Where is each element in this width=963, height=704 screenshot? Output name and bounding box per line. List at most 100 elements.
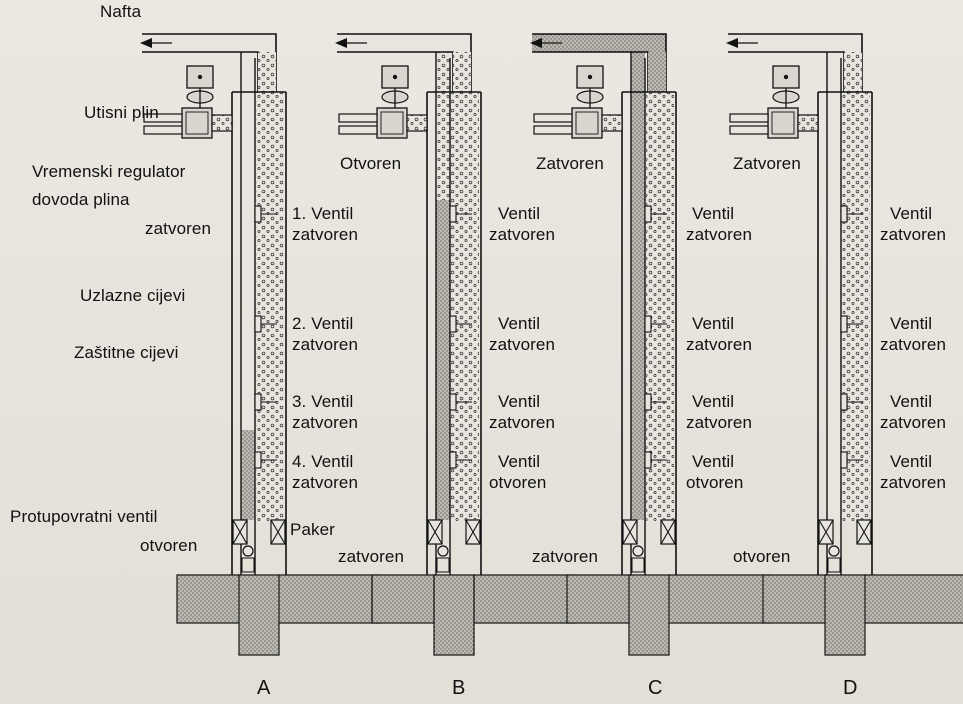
formation-right-d	[863, 574, 963, 624]
panel-letter-a: A	[257, 677, 271, 699]
annulus-gas-b	[451, 92, 479, 522]
valve-4-title-d: Ventil	[890, 452, 933, 471]
injected-gas-label: Utisni plin	[84, 103, 159, 122]
packer-cross-r-b	[465, 519, 481, 545]
gas-lift-valve-2-b	[449, 315, 457, 333]
regulator-inner-d	[771, 111, 795, 135]
regulator-body-d	[767, 107, 799, 139]
gas-lift-valve-2-a	[254, 315, 262, 333]
check-valve-seat-b	[436, 557, 450, 573]
annulus-gas-a	[256, 92, 284, 522]
formation-left-c	[566, 574, 632, 624]
panel-letter-c: C	[648, 677, 663, 699]
valve-4-title-b: Ventil	[498, 452, 541, 471]
check-valve-ball-c	[632, 545, 644, 557]
gas-inlet-pipe2-d	[729, 125, 769, 135]
tubing-liquid-c	[631, 40, 645, 520]
packer-label: Paker	[290, 520, 335, 539]
gas-lift-valve-2-c	[644, 315, 652, 333]
gas-inlet-pipe2-b	[338, 125, 378, 135]
regulator-state-c: Zatvoren	[536, 154, 604, 173]
outlet-pipe-fill-b	[337, 34, 471, 52]
check-valve-seat-d	[827, 557, 841, 573]
casing-label: Zaštitne cijevi	[74, 343, 179, 362]
valve-3-title-a: 3. Ventil	[292, 392, 354, 411]
gas-lift-valve-4-a	[254, 451, 262, 469]
valve-2-title-b: Ventil	[498, 314, 541, 333]
well-a	[140, 33, 381, 656]
gas-lift-valve-1-b	[449, 205, 457, 223]
check-valve-ball-a	[242, 545, 254, 557]
formation-left-a	[176, 574, 242, 624]
formation-right-a	[277, 574, 381, 624]
check-valve-state-c: zatvoren	[532, 547, 599, 566]
formation-left-d	[762, 574, 828, 624]
gas-lift-valve-1-d	[840, 205, 848, 223]
valve-3-state-a: zatvoren	[292, 413, 359, 432]
gas-inlet-pipe2-a	[143, 125, 183, 135]
well-c	[530, 33, 771, 656]
regulator-state-label: zatvoren	[145, 219, 212, 238]
packer-cross-l-c	[622, 519, 638, 545]
packer-cross-r-c	[660, 519, 676, 545]
valve-1-title-d: Ventil	[890, 204, 933, 223]
gas-lift-valve-3-b	[449, 393, 457, 411]
valve-3-title-b: Ventil	[498, 392, 541, 411]
valve-4-state-d: zatvoren	[880, 473, 947, 492]
regulator-state-d: Zatvoren	[733, 154, 801, 173]
packer-cross-r-d	[856, 519, 872, 545]
gas-lift-valve-3-a	[254, 393, 262, 411]
gas-lift-valve-3-c	[644, 393, 652, 411]
panel-letter-d: D	[843, 677, 858, 699]
riser-fill-d	[844, 52, 862, 92]
tubing-liquid-b	[436, 200, 450, 520]
check-valve-label: Protupovratni ventil	[10, 507, 158, 526]
valve-4-title-c: Ventil	[692, 452, 735, 471]
panel-letter-b: B	[452, 677, 466, 699]
gas-inlet-pipe-b	[338, 113, 378, 123]
regulator-body-a	[181, 107, 213, 139]
gas-lift-valve-1-c	[644, 205, 652, 223]
regulator-label-line1: Vremenski regulator	[32, 162, 186, 181]
wellbore-bottom-a	[238, 574, 280, 656]
valve-2-state-c: zatvoren	[686, 335, 753, 354]
check-valve-state-d: otvoren	[733, 547, 791, 566]
valve-2-state-a: zatvoren	[292, 335, 359, 354]
valve-2-state-b: zatvoren	[489, 335, 556, 354]
packer-cross-l-d	[818, 519, 834, 545]
wellbore-bottom-b	[433, 574, 475, 656]
check-valve-state-a: otvoren	[140, 536, 198, 555]
tubing-upper-a	[241, 40, 255, 520]
gas-feed-pipe-a	[211, 114, 233, 132]
outlet-pipe-fill-c	[532, 34, 666, 52]
timer-dial-c	[587, 74, 593, 80]
valve-1-title-a: 1. Ventil	[292, 204, 354, 223]
valve-3-state-b: zatvoren	[489, 413, 556, 432]
regulator-body-b	[376, 107, 408, 139]
valve-4-state-c: otvoren	[686, 473, 744, 492]
gas-feed-pipe-c	[601, 114, 623, 132]
annulus-gas-d	[842, 92, 870, 522]
gas-inlet-pipe-a	[143, 113, 183, 123]
valve-1-state-d: zatvoren	[880, 225, 947, 244]
valve-3-title-d: Ventil	[890, 392, 933, 411]
timer-dial-d	[783, 74, 789, 80]
valve-3-title-c: Ventil	[692, 392, 735, 411]
valve-1-state-c: zatvoren	[686, 225, 753, 244]
riser-fill-a	[258, 52, 276, 92]
gas-lift-valve-4-b	[449, 451, 457, 469]
outlet-arrow-d	[726, 38, 738, 48]
valve-4-state-a: zatvoren	[292, 473, 359, 492]
check-valve-ball-d	[828, 545, 840, 557]
gas-lift-valve-3-d	[840, 393, 848, 411]
outlet-arrow-b	[335, 38, 347, 48]
formation-left-b	[371, 574, 437, 624]
packer-cross-l-a	[232, 519, 248, 545]
riser-fill-c	[648, 52, 666, 92]
check-valve-ball-b	[437, 545, 449, 557]
gas-lift-valve-2-d	[840, 315, 848, 333]
valve-2-title-c: Ventil	[692, 314, 735, 333]
valve-1-title-c: Ventil	[692, 204, 735, 223]
